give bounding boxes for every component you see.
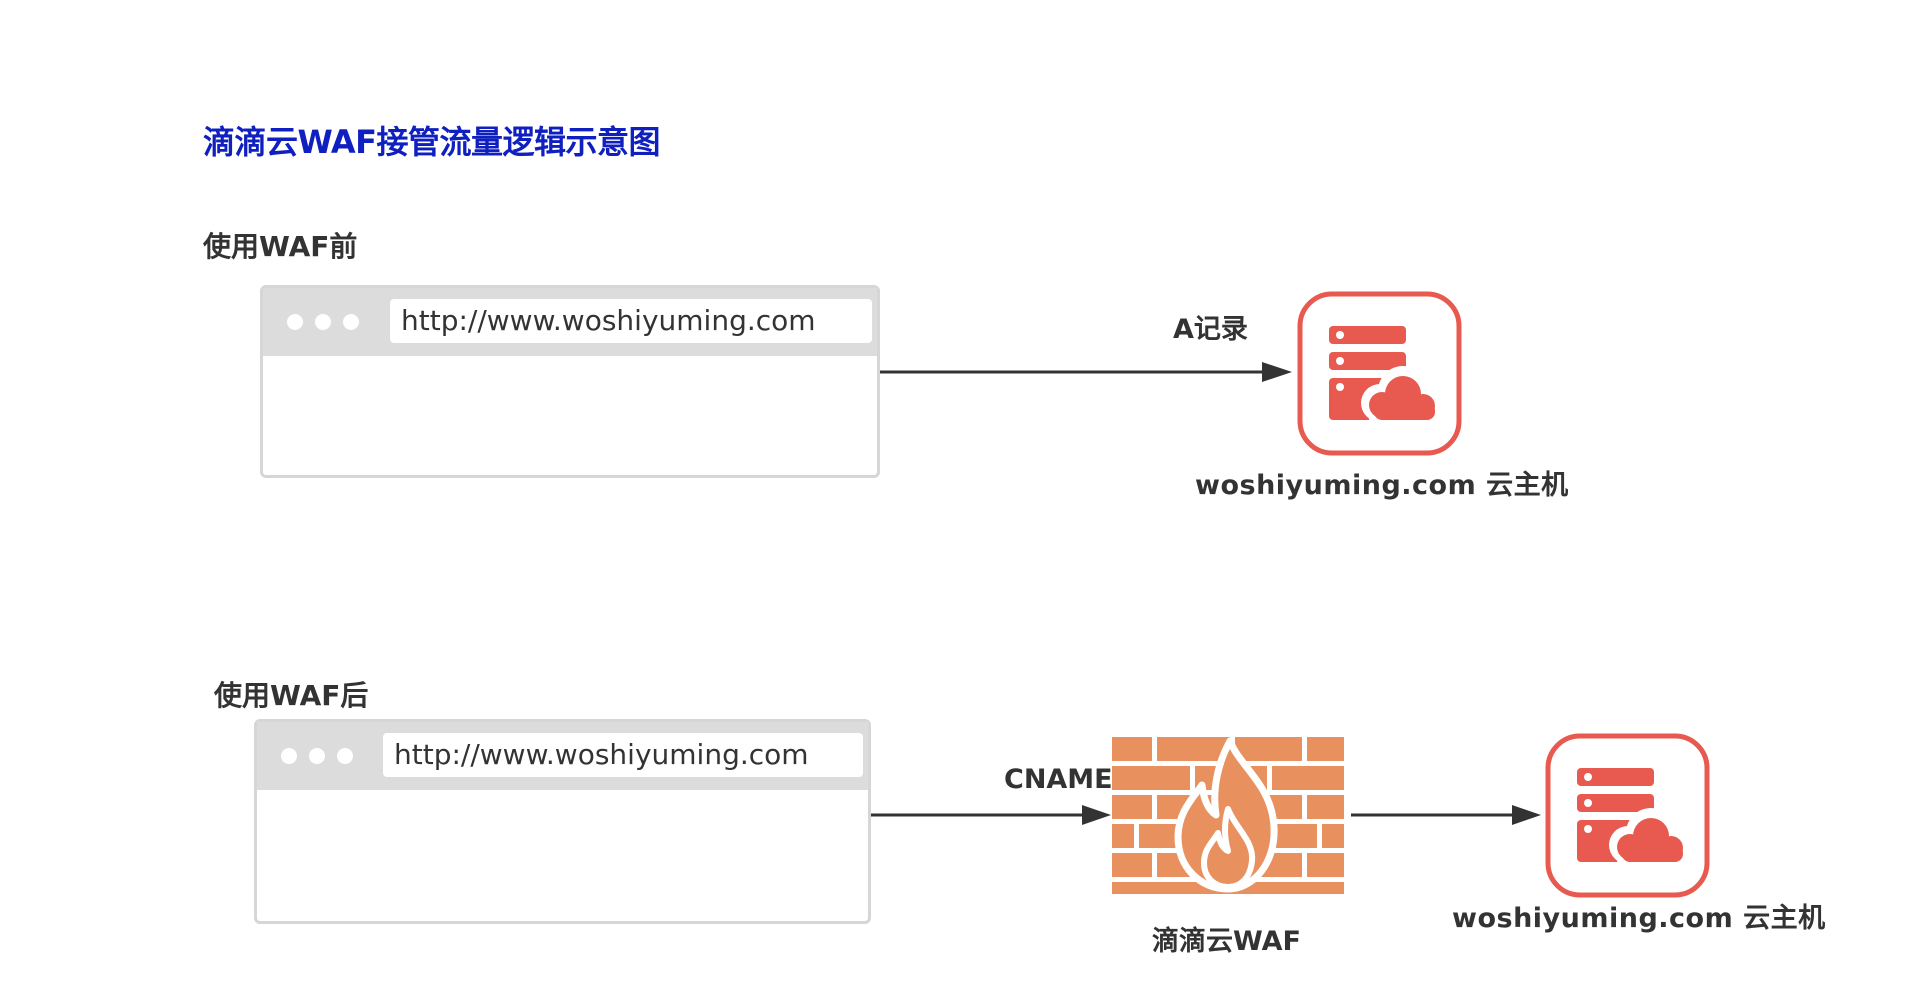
edge-label-cname: CNAME [1004, 764, 1113, 795]
window-dot-icon [281, 748, 297, 764]
browser-window-after: http://www.woshiyuming.com [254, 719, 871, 924]
window-dot-icon [337, 748, 353, 764]
window-dot-icon [287, 314, 303, 330]
window-dot-icon [343, 314, 359, 330]
arrow-to-waf [871, 805, 1111, 825]
section-heading-before: 使用WAF前 [203, 230, 358, 263]
arrow-before [880, 362, 1292, 382]
edge-label-a-record: A记录 [1173, 314, 1248, 345]
firewall-icon [1112, 737, 1344, 894]
window-dot-icon [315, 314, 331, 330]
waf-label: 滴滴云WAF [1152, 926, 1301, 957]
arrow-to-host [1351, 805, 1541, 825]
browser-toolbar: http://www.woshiyuming.com [263, 288, 877, 356]
browser-toolbar: http://www.woshiyuming.com [257, 722, 868, 790]
browser-window-before: http://www.woshiyuming.com [260, 285, 880, 478]
cloud-server-icon [1545, 733, 1710, 898]
host-label-before: woshiyuming.com 云主机 [1195, 470, 1569, 501]
address-bar: http://www.woshiyuming.com [383, 733, 863, 777]
cloud-server-icon [1297, 291, 1462, 456]
window-dot-icon [309, 748, 325, 764]
host-label-after: woshiyuming.com 云主机 [1452, 903, 1826, 934]
diagram-title: 滴滴云WAF接管流量逻辑示意图 [203, 123, 661, 161]
address-bar: http://www.woshiyuming.com [390, 299, 872, 343]
section-heading-after: 使用WAF后 [214, 679, 369, 712]
